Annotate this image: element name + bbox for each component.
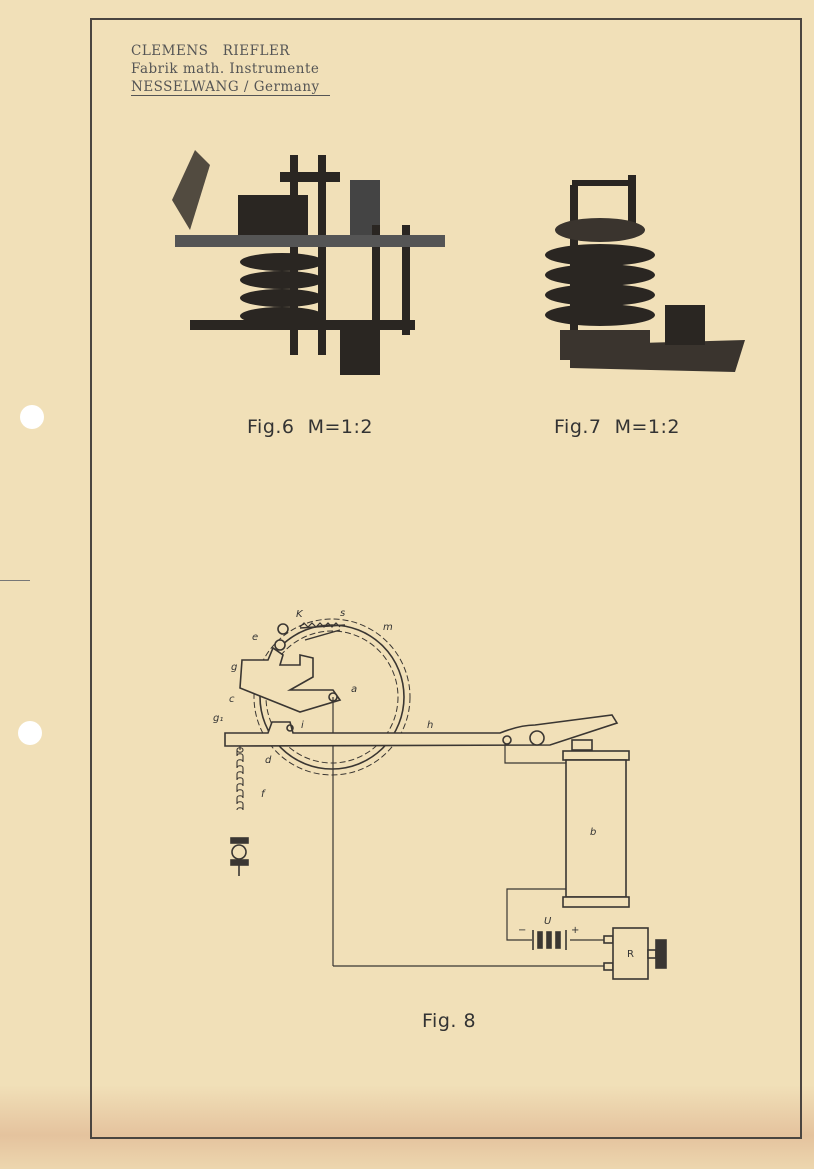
label-u: U [544, 916, 552, 927]
label-d: d [265, 755, 272, 766]
label-i: i [301, 720, 304, 731]
label-f: f [261, 789, 266, 800]
label-m: m [383, 622, 393, 633]
label-b: b [590, 827, 596, 838]
coil-b [562, 750, 630, 761]
fig8-diagram [224, 618, 667, 980]
label-g: g [231, 662, 237, 673]
lever-g [239, 646, 342, 713]
label-g1: g₁ [213, 713, 223, 724]
fig6-caption: Fig.6 M=1:2 [247, 416, 373, 438]
ratchet-wheel [259, 624, 405, 770]
paper-stain [0, 1085, 814, 1169]
pawl-e-pivot [274, 639, 286, 651]
label-r: R [627, 949, 634, 960]
fig8-labels: K s m e g c a g₁ i h d f b U − + R [213, 608, 634, 960]
margin-mark [0, 580, 30, 581]
label-s: s [340, 608, 345, 619]
lever-h [224, 714, 619, 747]
label-k: K [296, 609, 304, 620]
spring-f [236, 746, 244, 811]
label-h: h [427, 720, 433, 731]
fig6-photo [172, 150, 445, 375]
company-location: NESSELWANG / Germany [131, 79, 330, 96]
letterhead: CLEMENS RIEFLER Fabrik math. Instrumente… [131, 42, 330, 96]
page-frame [90, 18, 802, 1139]
label-a: a [351, 684, 357, 695]
relay-r [612, 927, 649, 980]
punch-hole [20, 405, 44, 429]
company-name: CLEMENS RIEFLER [131, 43, 290, 59]
fig7-caption: Fig.7 M=1:2 [554, 416, 680, 438]
punch-hole [18, 721, 42, 745]
label-c: c [229, 694, 235, 705]
label-plus: + [571, 925, 579, 936]
fig7-photo [545, 175, 745, 372]
fig8-caption: Fig. 8 [422, 1010, 477, 1032]
company-subtitle: Fabrik math. Instrumente [131, 61, 320, 77]
label-minus: − [518, 925, 526, 936]
pawl-k-pivot [277, 623, 289, 635]
label-e: e [252, 632, 258, 643]
